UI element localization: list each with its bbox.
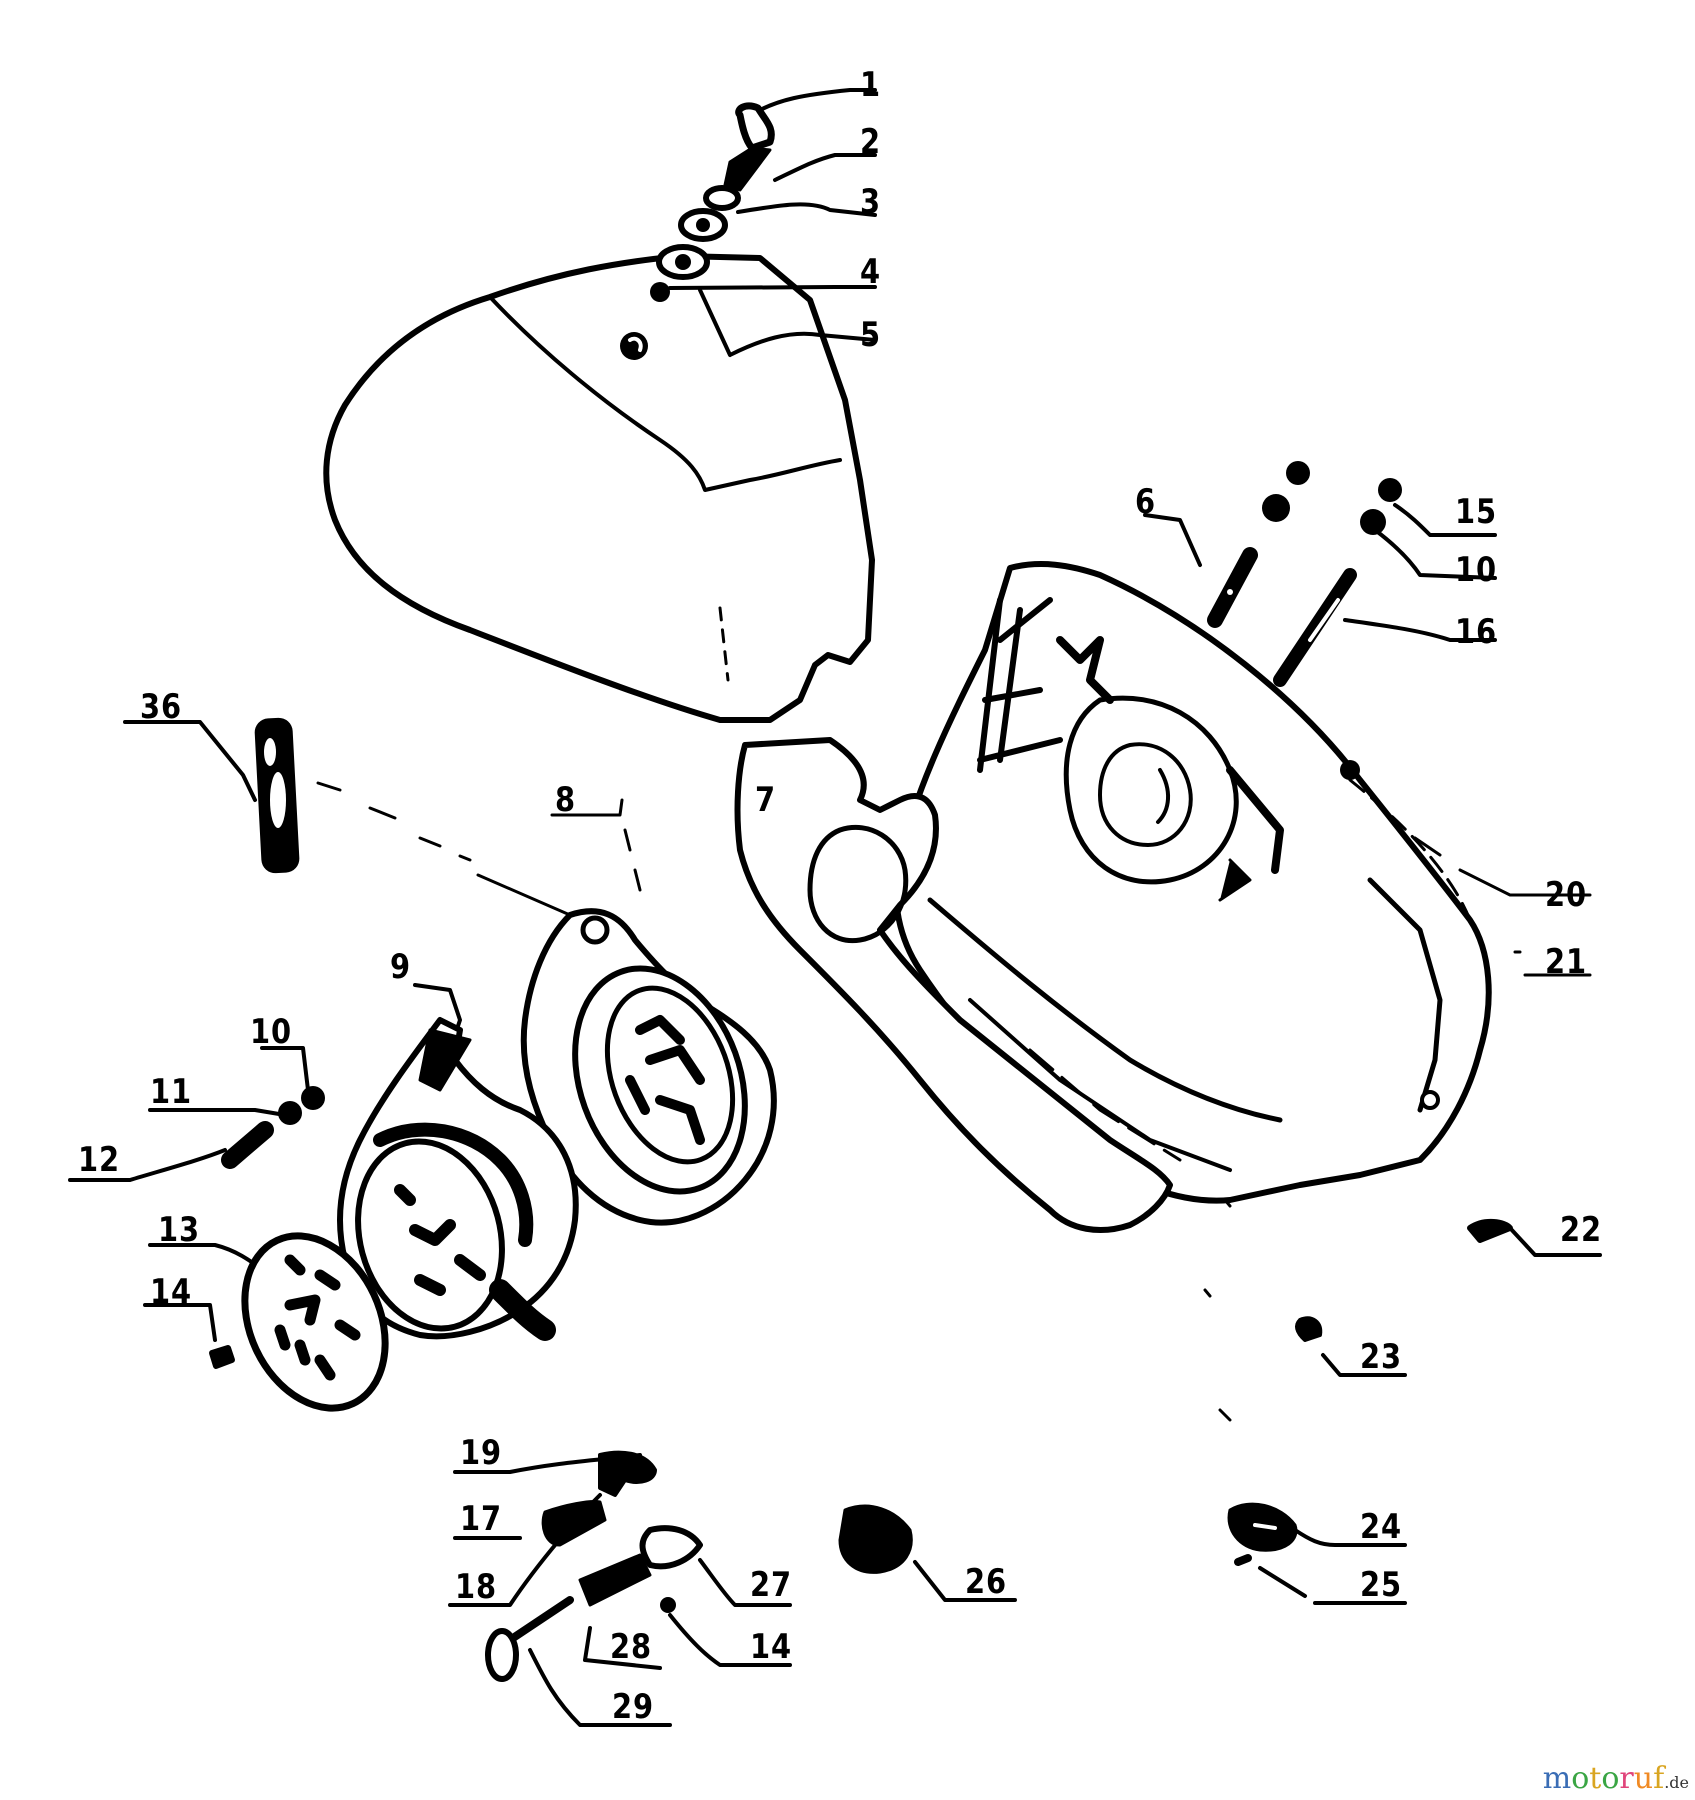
callout-24: 24 xyxy=(1360,1507,1402,1547)
callout-5: 5 xyxy=(860,315,881,355)
callout-27: 27 xyxy=(750,1565,792,1605)
callout-17: 17 xyxy=(460,1499,502,1539)
top-cover-part xyxy=(323,253,875,723)
crankcase-gasket-part xyxy=(734,737,1173,1233)
motoruf-watermark: motoruf.de xyxy=(1543,1761,1689,1796)
callout-25: 25 xyxy=(1360,1565,1402,1605)
callout-29: 29 xyxy=(612,1687,654,1727)
watermark-letter: t xyxy=(1589,1761,1602,1796)
callout-8: 8 xyxy=(555,780,576,820)
watermark-letter: o xyxy=(1571,1761,1590,1796)
callout-19: 19 xyxy=(460,1433,502,1473)
callout-2: 2 xyxy=(860,122,881,162)
callout-4: 4 xyxy=(860,252,881,292)
callout-21: 21 xyxy=(1545,942,1587,982)
callout-1: 1 xyxy=(860,65,881,105)
small-parts-upper-right xyxy=(1207,461,1402,687)
watermark-suffix: .de xyxy=(1664,1773,1689,1792)
callout-18: 18 xyxy=(455,1567,497,1607)
gasket-strip-part xyxy=(254,717,300,874)
watermark-letter: o xyxy=(1601,1761,1620,1796)
starter-housing-part xyxy=(337,1017,579,1341)
cover-fastener-stack xyxy=(650,102,775,302)
watermark-letter: r xyxy=(1619,1761,1634,1796)
small-parts-left xyxy=(209,1028,472,1369)
callout-22: 22 xyxy=(1560,1210,1602,1250)
callout-28: 28 xyxy=(610,1627,652,1667)
grille-plate-part xyxy=(241,1232,389,1412)
callout-15: 15 xyxy=(1455,492,1497,532)
rear-housing-part xyxy=(893,561,1492,1204)
callout-10-left: 10 xyxy=(250,1012,292,1052)
watermark-letter: f xyxy=(1653,1761,1665,1796)
callout-14-bottom: 14 xyxy=(750,1627,792,1667)
fan-housing-part xyxy=(520,908,777,1226)
watermark-letter: u xyxy=(1633,1761,1654,1796)
callout-7: 7 xyxy=(755,780,776,820)
callout-10-upper: 10 xyxy=(1455,550,1497,590)
callout-36: 36 xyxy=(140,687,182,727)
callout-9: 9 xyxy=(390,947,411,987)
callout-13: 13 xyxy=(158,1210,200,1250)
small-parts-bottom xyxy=(485,1219,1513,1682)
callout-12: 12 xyxy=(78,1140,120,1180)
callout-14-left: 14 xyxy=(150,1272,192,1312)
callout-23: 23 xyxy=(1360,1337,1402,1377)
callout-20: 20 xyxy=(1545,875,1587,915)
watermark-letter: m xyxy=(1542,1761,1572,1796)
callout-16: 16 xyxy=(1455,612,1497,652)
callout-26: 26 xyxy=(965,1562,1007,1602)
callout-11: 11 xyxy=(150,1072,192,1112)
callout-3: 3 xyxy=(860,182,881,222)
callout-6: 6 xyxy=(1135,482,1156,522)
